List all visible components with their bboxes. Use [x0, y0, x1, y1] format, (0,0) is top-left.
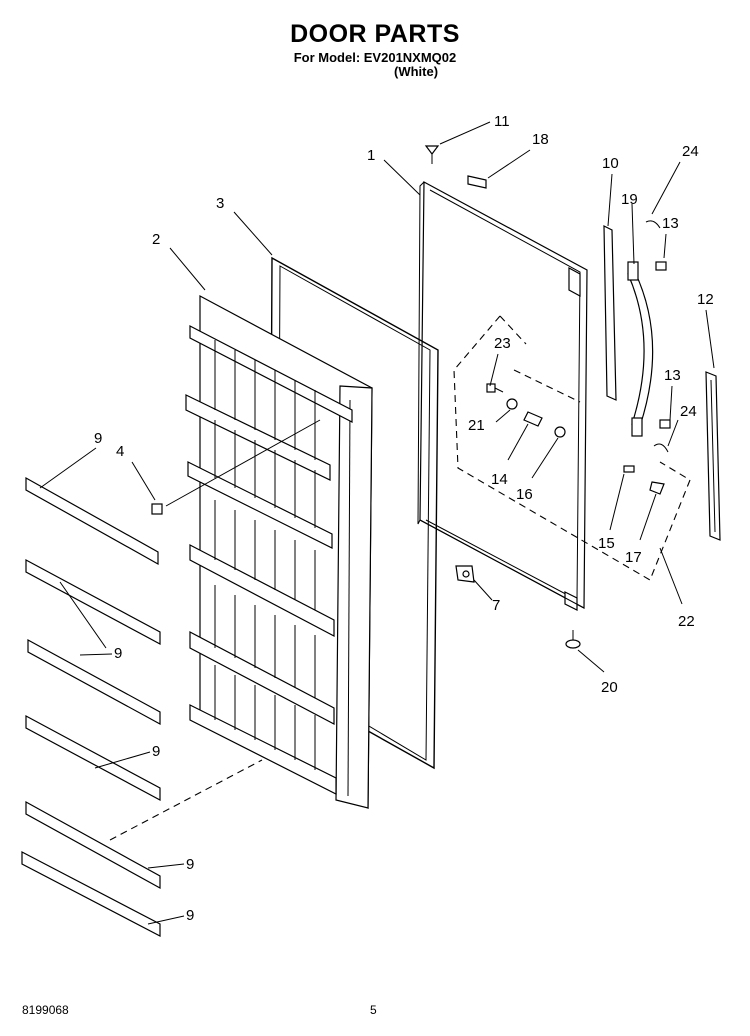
callout-24b: 24 — [680, 403, 697, 420]
callout-4: 4 — [116, 443, 124, 460]
callout-9c: 9 — [152, 743, 160, 760]
callout-2: 2 — [152, 231, 160, 248]
leader-lines — [39, 121, 715, 925]
assembly-box-22 — [453, 315, 691, 581]
color-line: (White) — [394, 64, 439, 79]
part-handle — [627, 261, 654, 437]
callout-14: 14 — [491, 471, 508, 488]
callout-16: 16 — [516, 486, 533, 503]
callout-19: 19 — [621, 191, 638, 208]
callout-23: 23 — [494, 335, 511, 352]
callout-labels: 1 2 3 4 7 9 9 9 9 9 10 11 12 13 13 14 15… — [94, 113, 714, 924]
callout-9e: 9 — [186, 907, 194, 924]
callout-12: 12 — [697, 291, 714, 308]
callout-20: 20 — [601, 679, 618, 696]
callout-22: 22 — [678, 613, 695, 630]
model-line: For Model: EV201NXMQ02 — [293, 50, 457, 65]
callout-11: 11 — [494, 113, 510, 130]
page-title: DOOR PARTS — [290, 20, 460, 48]
callout-3: 3 — [216, 195, 224, 212]
part-side-trim — [603, 225, 617, 401]
footer-page-number: 5 — [370, 1003, 377, 1017]
callout-9a: 9 — [94, 430, 102, 447]
part-hardware — [151, 145, 671, 649]
part-outer-door — [417, 181, 588, 611]
part-shelf-bars — [21, 476, 161, 937]
part-gasket-strip — [705, 371, 721, 541]
callout-10: 10 — [602, 155, 619, 172]
callout-7: 7 — [492, 597, 500, 614]
callout-1: 1 — [367, 147, 375, 164]
callout-15: 15 — [598, 535, 615, 552]
part-inner-liner — [185, 294, 373, 810]
callout-21: 21 — [468, 417, 485, 434]
footer-doc-number: 8199068 — [22, 1003, 69, 1017]
callout-9b: 9 — [114, 645, 122, 662]
callout-9d: 9 — [186, 856, 194, 873]
callout-18: 18 — [532, 131, 549, 148]
callout-13b: 13 — [664, 367, 681, 384]
callout-24a: 24 — [682, 143, 699, 160]
callout-17: 17 — [625, 549, 642, 566]
callout-13a: 13 — [662, 215, 679, 232]
